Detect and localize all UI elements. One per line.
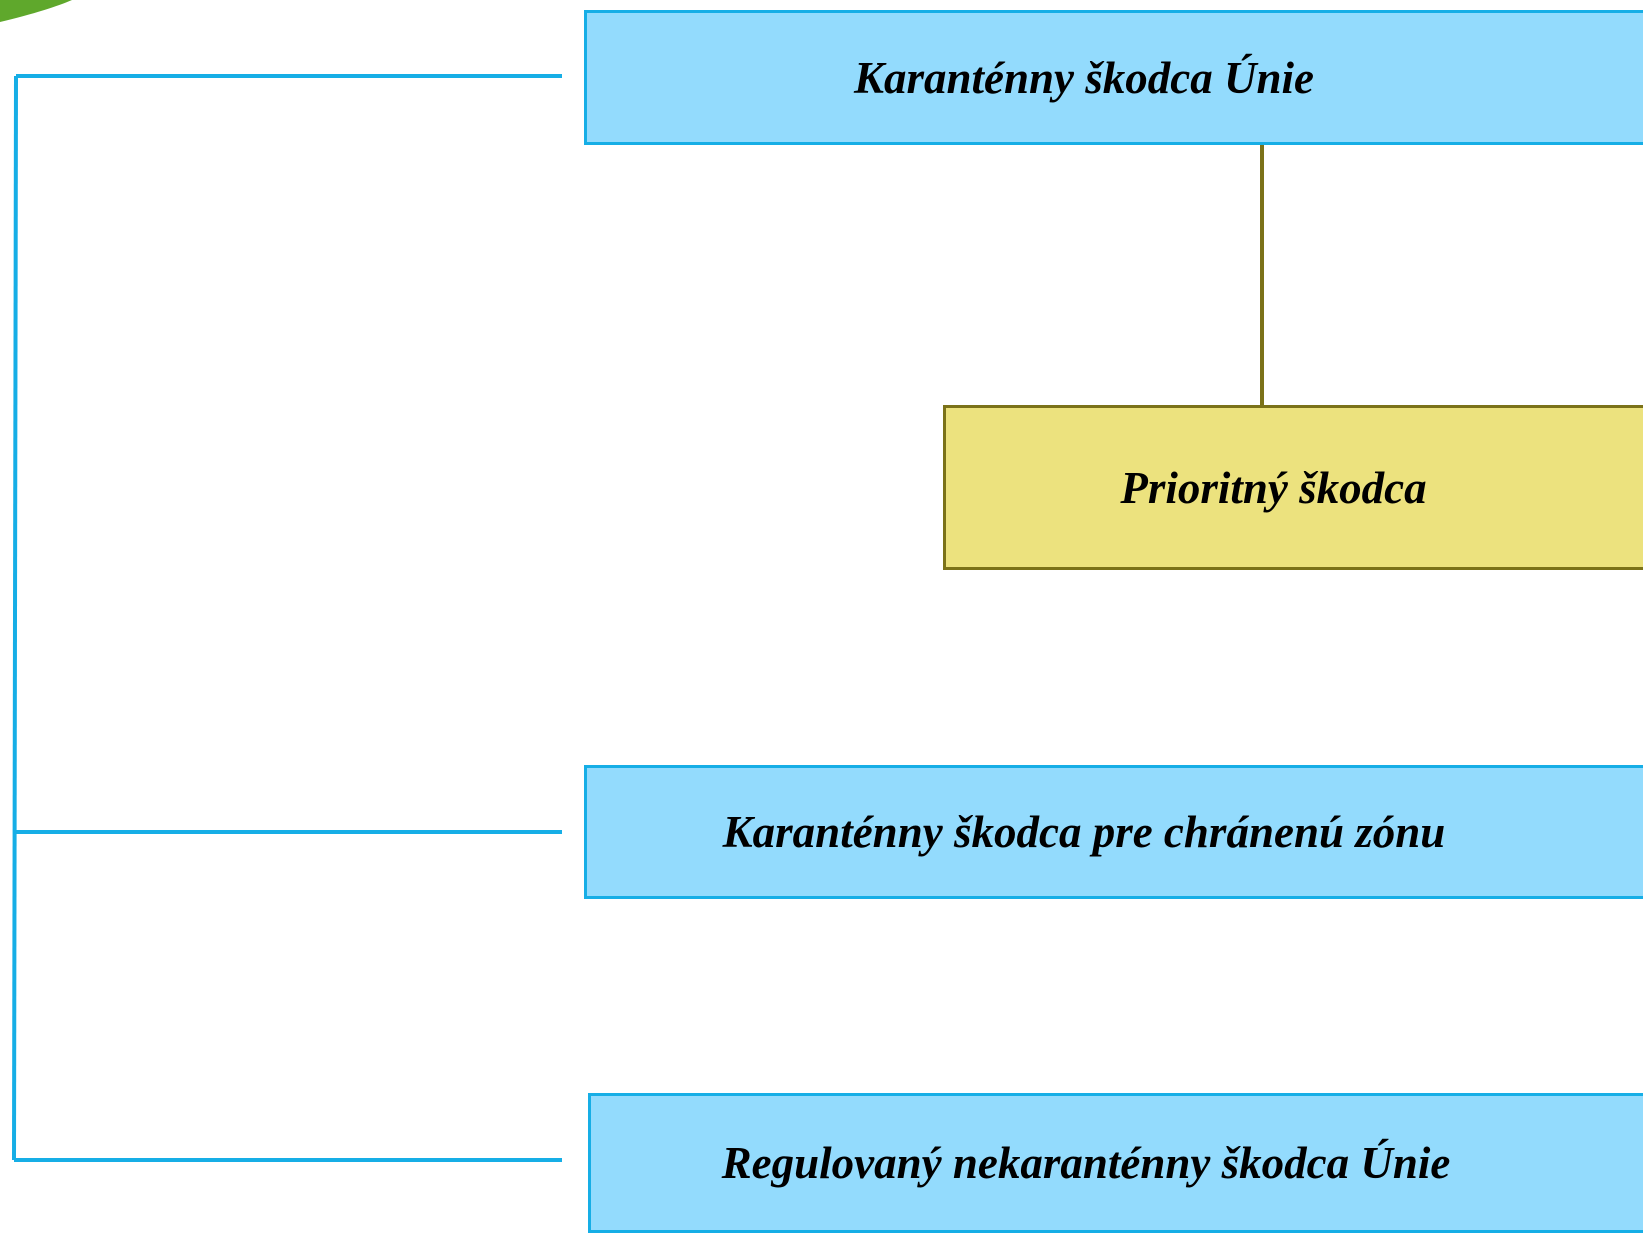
- green-leaf-decoration-icon: [0, 0, 72, 22]
- union-regulated-non-quarantine-pest-label: Regulovaný nekaranténny škodca Únie: [721, 1138, 1451, 1188]
- priority-pest-label: Prioritný škodca: [1120, 462, 1427, 513]
- protected-zone-quarantine-pest-box: Karanténny škodca pre chránenú zónu: [584, 765, 1643, 899]
- union-quarantine-pest-label: Karanténny škodca Únie: [853, 52, 1315, 103]
- bracket-vertical-line: [12, 75, 18, 1161]
- union-quarantine-pest-box: Karanténny škodca Únie: [584, 10, 1643, 145]
- union-regulated-non-quarantine-pest-box: Regulovaný nekaranténny škodca Únie: [588, 1093, 1643, 1233]
- protected-zone-quarantine-pest-label: Karanténny škodca pre chránenú zónu: [722, 807, 1446, 857]
- priority-pest-box: Prioritný škodca: [943, 405, 1643, 570]
